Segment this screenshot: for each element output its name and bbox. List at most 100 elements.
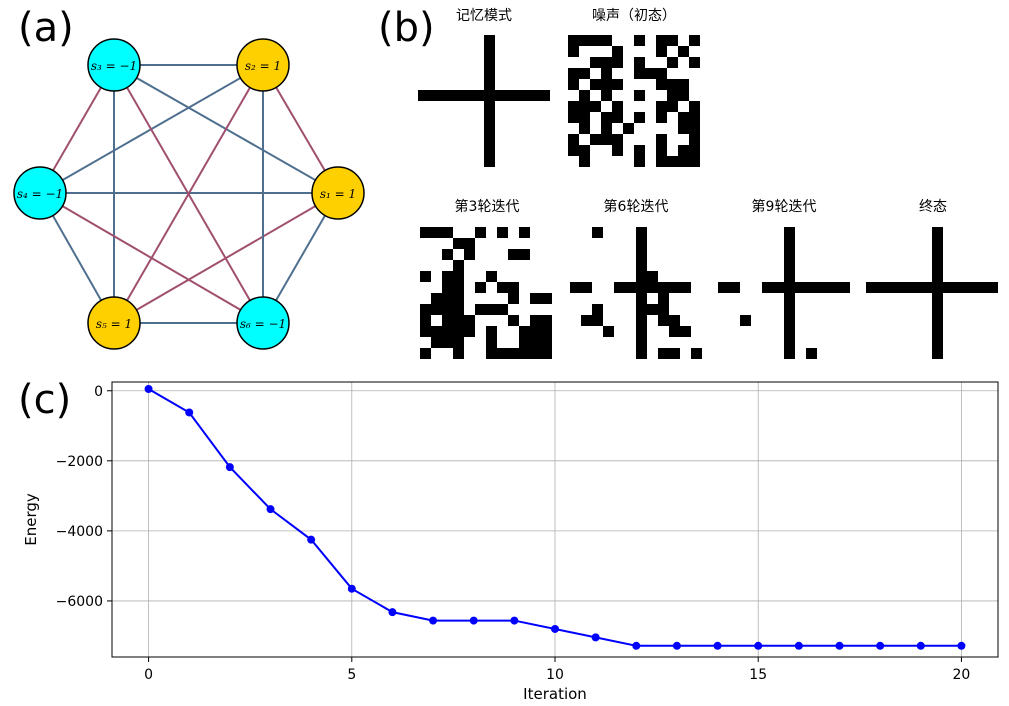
pixel-iter6-5-10 (680, 282, 691, 293)
pixel-noisy-1-4 (612, 46, 623, 57)
pixel-iter6-5-0 (570, 282, 581, 293)
pattern-grid-memory (418, 35, 550, 167)
pixel-noisy-10-8 (656, 145, 667, 156)
energy-point-20 (957, 641, 966, 650)
pixel-final-5-8 (954, 282, 965, 293)
pixel-noisy-9-11 (689, 134, 700, 145)
pixel-iter3-0-0 (420, 227, 431, 238)
pixel-iter3-4-2 (442, 271, 453, 282)
pixel-final-2-6 (932, 249, 943, 260)
pixel-noisy-8-11 (689, 123, 700, 134)
pixel-iter9-5-8 (806, 282, 817, 293)
pixel-noisy-10-10 (678, 145, 689, 156)
x-tick-label: 20 (953, 667, 971, 683)
pixel-iter6-5-7 (647, 282, 658, 293)
edge-s3-s6 (113, 64, 264, 324)
pixel-iter9-11-6 (784, 348, 795, 359)
pixel-iter6-5-1 (581, 282, 592, 293)
title-noisy-pattern: 噪声（初态） (592, 8, 676, 24)
pixel-iter3-2-4 (464, 249, 475, 260)
pixel-memory-4-6 (484, 79, 495, 90)
pixel-final-0-6 (932, 227, 943, 238)
pixel-noisy-0-9 (667, 35, 678, 46)
pixel-noisy-9-3 (601, 134, 612, 145)
y-tick-label: 0 (94, 384, 103, 400)
pixel-iter6-9-9 (669, 326, 680, 337)
pixel-iter6-6-8 (658, 293, 669, 304)
pixel-iter3-4-6 (486, 271, 497, 282)
title-iter6: 第6轮迭代 (603, 199, 669, 215)
pixel-final-5-10 (976, 282, 987, 293)
pixel-final-4-6 (932, 271, 943, 282)
pixel-iter3-0-9 (519, 227, 530, 238)
pixel-iter6-10-6 (636, 337, 647, 348)
pixel-noisy-10-4 (612, 145, 623, 156)
pixel-iter9-7-6 (784, 304, 795, 315)
pixel-noisy-11-8 (656, 156, 667, 167)
pixel-noisy-3-1 (579, 68, 590, 79)
pixel-final-10-6 (932, 337, 943, 348)
node-s2 (236, 38, 290, 92)
energy-point-13 (672, 641, 681, 650)
pixel-memory-5-9 (517, 90, 528, 101)
pixel-noisy-7-0 (568, 112, 579, 123)
x-tick-label: 5 (347, 667, 356, 683)
pixel-noisy-5-9 (667, 90, 678, 101)
pixel-noisy-1-10 (678, 46, 689, 57)
pixel-memory-5-8 (506, 90, 517, 101)
pixel-noisy-10-11 (689, 145, 700, 156)
pixel-iter9-11-8 (806, 348, 817, 359)
y-tick-label: −2000 (56, 454, 103, 470)
pixel-iter3-9-3 (453, 326, 464, 337)
y-tick-label: −6000 (56, 594, 103, 610)
pixel-iter3-2-9 (519, 249, 530, 260)
title-iter3: 第3轮迭代 (454, 199, 520, 215)
pixel-iter3-1-4 (464, 238, 475, 249)
pixel-iter3-3-3 (453, 260, 464, 271)
pixel-noisy-9-4 (612, 134, 623, 145)
pixel-noisy-1-0 (568, 46, 579, 57)
energy-point-5 (347, 584, 356, 593)
pixel-noisy-11-11 (689, 156, 700, 167)
pixel-noisy-5-3 (601, 90, 612, 101)
pixel-final-5-4 (910, 282, 921, 293)
pixel-iter6-4-6 (636, 271, 647, 282)
pixel-iter3-9-0 (420, 326, 431, 337)
panel-label-b: (b) (378, 5, 435, 51)
pixel-iter3-8-2 (442, 315, 453, 326)
node-label-s2: s₂ = 1 (245, 59, 281, 73)
pixel-noisy-5-1 (579, 90, 590, 101)
pixel-noisy-0-11 (689, 35, 700, 46)
pixel-iter3-5-8 (508, 282, 519, 293)
pixel-final-7-6 (932, 304, 943, 315)
energy-point-7 (429, 616, 438, 625)
pixel-noisy-6-4 (612, 101, 623, 112)
pixel-iter3-7-6 (486, 304, 497, 315)
energy-point-8 (469, 616, 478, 625)
node-label-s3: s₃ = −1 (91, 59, 137, 73)
x-axis-label: Iteration (523, 685, 587, 703)
pixel-noisy-4-4 (612, 79, 623, 90)
pixel-noisy-11-6 (634, 156, 645, 167)
pixel-final-1-6 (932, 238, 943, 249)
pixel-iter9-0-6 (784, 227, 795, 238)
pixel-final-5-1 (877, 282, 888, 293)
pixel-noisy-3-8 (656, 68, 667, 79)
pixel-iter3-11-7 (497, 348, 508, 359)
pixel-iter6-6-6 (636, 293, 647, 304)
pixel-noisy-10-0 (568, 145, 579, 156)
pixel-iter6-11-9 (669, 348, 680, 359)
node-label-s6: s₆ = −1 (240, 317, 286, 331)
pixel-iter9-6-6 (784, 293, 795, 304)
pixel-noisy-0-1 (579, 35, 590, 46)
pixel-noisy-6-2 (590, 101, 601, 112)
pixel-noisy-11-1 (579, 156, 590, 167)
pixel-noisy-8-5 (623, 123, 634, 134)
pixel-memory-3-6 (484, 68, 495, 79)
pixel-memory-0-6 (484, 35, 495, 46)
edge-s4-s6 (39, 192, 264, 324)
pixel-iter9-8-2 (740, 315, 751, 326)
pixel-final-5-2 (888, 282, 899, 293)
x-tick-label: 0 (144, 667, 153, 683)
